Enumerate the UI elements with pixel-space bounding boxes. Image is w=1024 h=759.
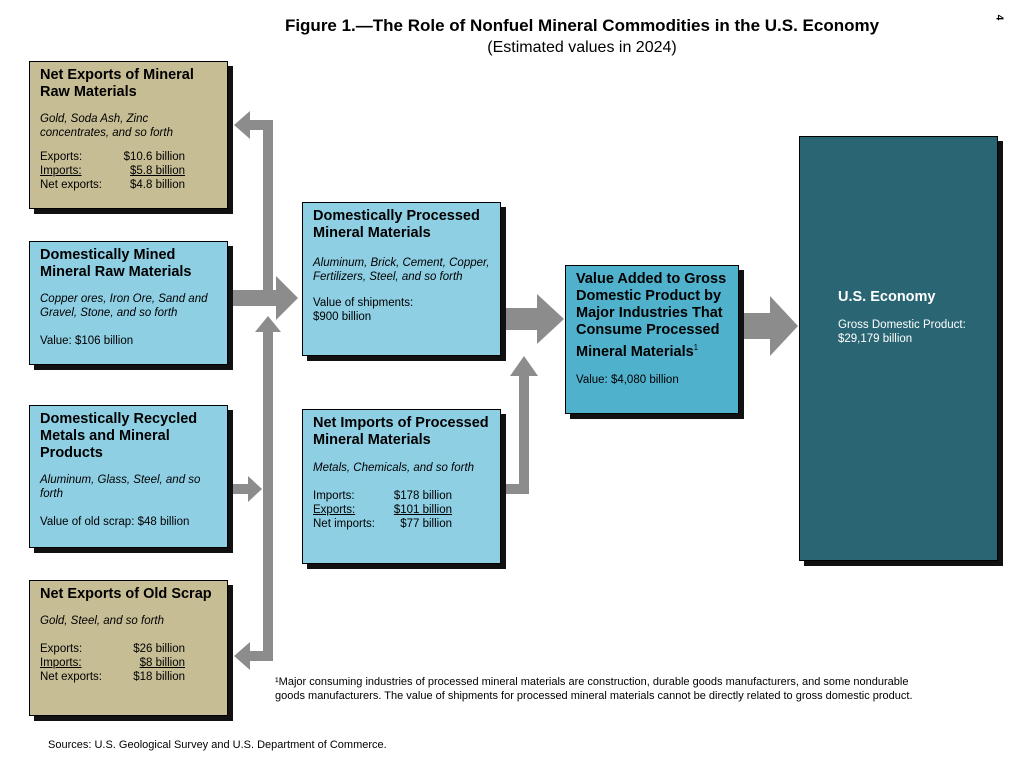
figure-subtitle: (Estimated values in 2024) (487, 39, 677, 56)
row-net-imports: Net imports: $77 billion (313, 518, 452, 530)
box-net-exports-scrap: Net Exports of Old Scrap Gold, Steel, an… (29, 580, 228, 716)
arrow-spine-up (255, 316, 281, 332)
box-examples: Aluminum, Brick, Cement, Copper, Fertili… (313, 257, 490, 283)
arrow-to-net-exports-raw (234, 111, 250, 139)
box-heading: Net Exports of Mineral Raw Materials (40, 67, 194, 100)
box-value-label: Value of shipments: (313, 297, 414, 309)
box-examples: Aluminum, Glass, Steel, and so forth (40, 474, 201, 500)
gdp-value: $29,179 billion (838, 333, 913, 345)
row-net-exports: Net exports: $18 billion (40, 671, 185, 683)
row-net-exports: Net exports: $4.8 billion (40, 179, 185, 191)
arrow-processed-to-value-added (537, 294, 564, 344)
box-value: Value of old scrap: $48 billion (40, 516, 190, 528)
row-exports: Exports: $101 billion (313, 504, 452, 516)
box-heading: Domestically Recycled Metals and Mineral… (40, 411, 198, 461)
figure-title: Figure 1.—The Role of Nonfuel Mineral Co… (284, 16, 880, 35)
box-net-exports-raw: Net Exports of Mineral Raw Materials Gol… (29, 61, 228, 209)
box-heading: Domestically Mined Mineral Raw Materials (40, 247, 192, 280)
page-number: 4 (993, 14, 1005, 21)
box-examples: Gold, Soda Ash, Zinc concentrates, and s… (40, 113, 173, 139)
box-value: Value: $4,080 billion (576, 373, 679, 386)
box-net-imports-processed: Net Imports of Processed Mineral Materia… (302, 409, 501, 564)
footnote-mark: 1 (693, 343, 699, 352)
arrow-mined-to-processed (276, 276, 298, 320)
row-imports: Imports: $5.8 billion (40, 165, 185, 177)
spine-upper (263, 125, 273, 300)
box-examples: Metals, Chemicals, and so forth (313, 462, 475, 474)
box-heading: Net Imports of Processed Mineral Materia… (313, 415, 489, 448)
row-imports: Imports: $8 billion (40, 657, 185, 669)
sources-line: Sources: U.S. Geological Survey and U.S.… (48, 739, 387, 751)
box-value: $900 billion (313, 311, 372, 323)
box-domestically-mined: Domestically Mined Mineral Raw Materials… (29, 241, 228, 365)
footnote: ¹Major consuming industries of processed… (275, 676, 913, 702)
spine-lower (263, 328, 273, 658)
box-heading: Net Exports of Old Scrap (40, 586, 212, 602)
row-imports: Imports: $178 billion (313, 490, 452, 502)
gdp-label: Gross Domestic Product: (838, 319, 966, 331)
box-value: Value: $106 billion (40, 335, 134, 347)
arrow-net-imports-up (510, 356, 538, 376)
row-exports: Exports: $10.6 billion (40, 151, 185, 163)
box-value-added: Value Added to Gross Domestic Product by… (565, 265, 739, 414)
box-heading: Value Added to Gross Domestic Product by… (576, 271, 727, 360)
row-exports: Exports: $26 billion (40, 643, 185, 655)
box-domestically-processed: Domestically Processed Mineral Materials… (302, 202, 501, 356)
box-examples: Copper ores, Iron Ore, Sand and Gravel, … (40, 293, 208, 319)
box-us-economy: U.S. Economy Gross Domestic Product: $29… (799, 136, 998, 561)
box-heading: Domestically Processed Mineral Materials (313, 208, 480, 241)
box-domestically-recycled: Domestically Recycled Metals and Mineral… (29, 405, 228, 548)
box-examples: Gold, Steel, and so forth (40, 615, 165, 627)
arrow-value-added-to-economy (770, 296, 798, 356)
box-heading: U.S. Economy (838, 289, 936, 305)
arrow-to-net-exports-scrap (234, 642, 250, 670)
arrow-recycled-to-spine (248, 476, 262, 502)
